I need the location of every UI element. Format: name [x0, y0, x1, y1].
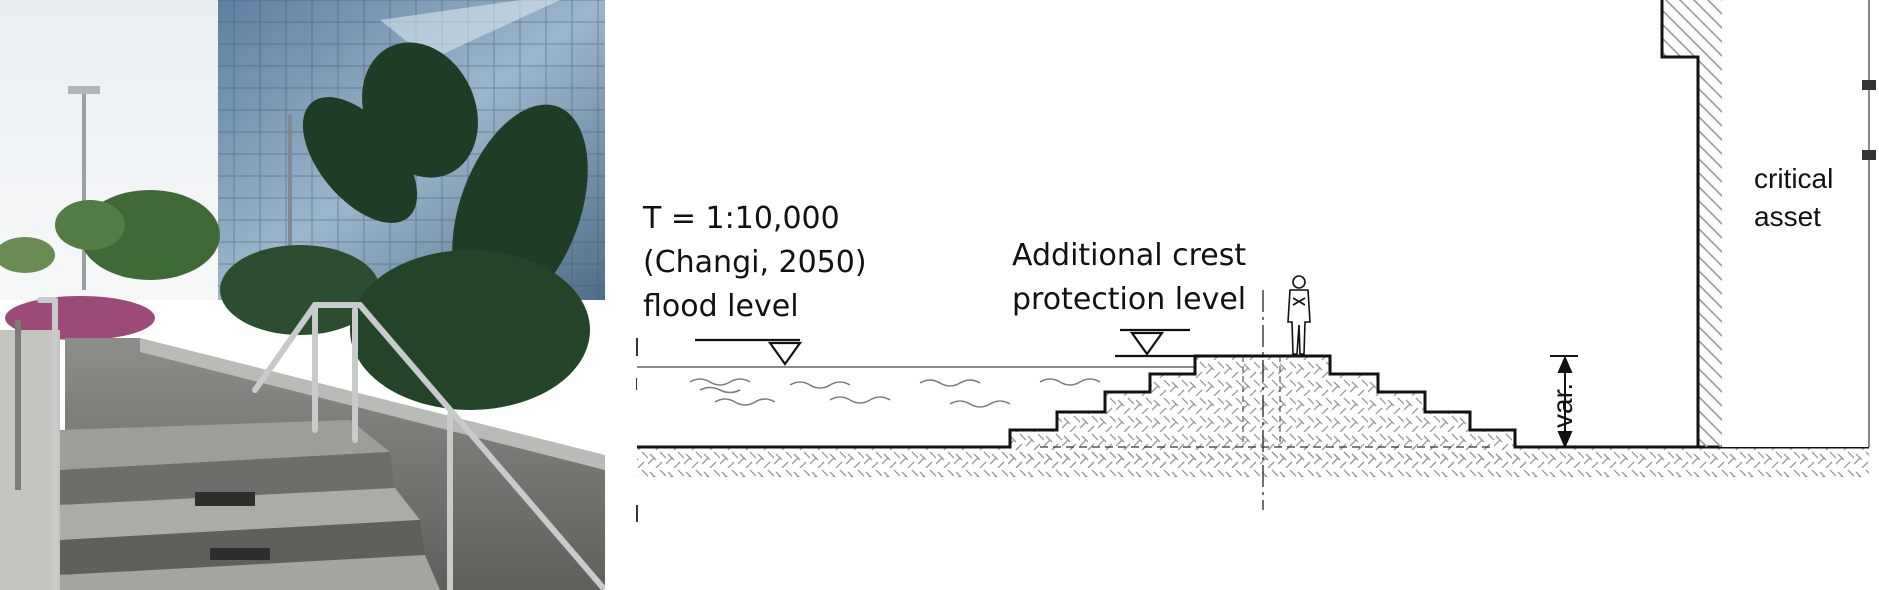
photo-stairs-walkway [0, 0, 605, 590]
water-waves [689, 378, 1101, 408]
critical-asset-label-line1: critical [1754, 163, 1833, 194]
crest-label-line1: Additional crest [1012, 238, 1246, 273]
ground-profile-line [637, 354, 1869, 449]
flood-level-label-line3: flood level [643, 289, 799, 324]
palm-foliage [220, 42, 590, 410]
flood-level-label-line1: T = 1:10,000 [642, 201, 840, 236]
cross-section-diagram: T = 1:10,000 (Changi, 2050) flood level … [636, 0, 1876, 522]
critical-asset-interior [1722, 0, 1869, 447]
critical-asset-outline [1660, 0, 1700, 447]
critical-asset-label-line2: asset [1754, 201, 1821, 232]
step [60, 452, 395, 505]
crest-level-marker [1115, 328, 1195, 358]
person-icon [1287, 275, 1311, 355]
var-dimension [1550, 355, 1578, 449]
stepped-levee-fill [1000, 356, 1530, 465]
flood-level-marker [695, 338, 803, 366]
handrail [37, 297, 605, 590]
light-pole [82, 90, 86, 290]
var-label: var. [1547, 383, 1578, 428]
flower-bush [5, 296, 155, 340]
landing [60, 420, 390, 470]
flood-level-label-line2: (Changi, 2050) [643, 245, 867, 280]
crest-label-line2: protection level [1012, 282, 1246, 317]
